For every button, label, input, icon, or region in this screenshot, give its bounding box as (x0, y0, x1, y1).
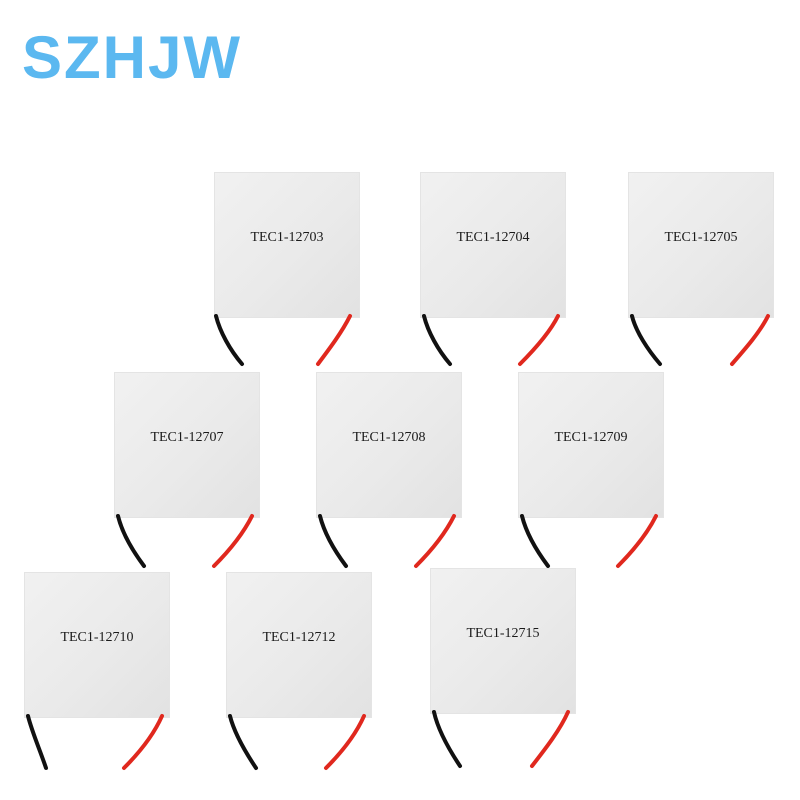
lead-wires-icon (520, 514, 658, 568)
lead-wires-icon (422, 314, 560, 366)
ceramic-plate: TEC1-12705 (628, 172, 774, 318)
ceramic-plate: TEC1-12712 (226, 572, 372, 718)
ceramic-plate: TEC1-12715 (430, 568, 576, 714)
ceramic-plate: TEC1-12710 (24, 572, 170, 718)
module-label: TEC1-12715 (466, 626, 540, 641)
peltier-module-12708: TEC1-12708 (316, 372, 462, 572)
module-label: TEC1-12704 (456, 230, 530, 245)
lead-wires-icon (432, 710, 570, 768)
peltier-module-12707: TEC1-12707 (114, 372, 260, 572)
module-label: TEC1-12710 (60, 630, 134, 645)
peltier-module-12704: TEC1-12704 (420, 172, 566, 372)
module-label: TEC1-12705 (664, 230, 738, 245)
ceramic-plate: TEC1-12703 (214, 172, 360, 318)
peltier-module-12710: TEC1-12710 (24, 572, 170, 772)
peltier-module-12715: TEC1-12715 (430, 568, 576, 768)
module-label: TEC1-12709 (554, 430, 628, 445)
ceramic-plate: TEC1-12709 (518, 372, 664, 518)
module-label: TEC1-12712 (262, 630, 336, 645)
peltier-module-12703: TEC1-12703 (214, 172, 360, 372)
ceramic-plate: TEC1-12708 (316, 372, 462, 518)
peltier-module-12705: TEC1-12705 (628, 172, 774, 372)
lead-wires-icon (116, 514, 254, 568)
module-label: TEC1-12703 (250, 230, 324, 245)
lead-wires-icon (214, 314, 352, 366)
lead-wires-icon (26, 714, 164, 770)
peltier-module-12712: TEC1-12712 (226, 572, 372, 772)
lead-wires-icon (630, 314, 770, 366)
lead-wires-icon (228, 714, 366, 770)
peltier-module-12709: TEC1-12709 (518, 372, 664, 572)
ceramic-plate: TEC1-12704 (420, 172, 566, 318)
lead-wires-icon (318, 514, 456, 568)
ceramic-plate: TEC1-12707 (114, 372, 260, 518)
module-label: TEC1-12708 (352, 430, 426, 445)
brand-logo: SZHJW (22, 24, 242, 91)
module-label: TEC1-12707 (150, 430, 224, 445)
